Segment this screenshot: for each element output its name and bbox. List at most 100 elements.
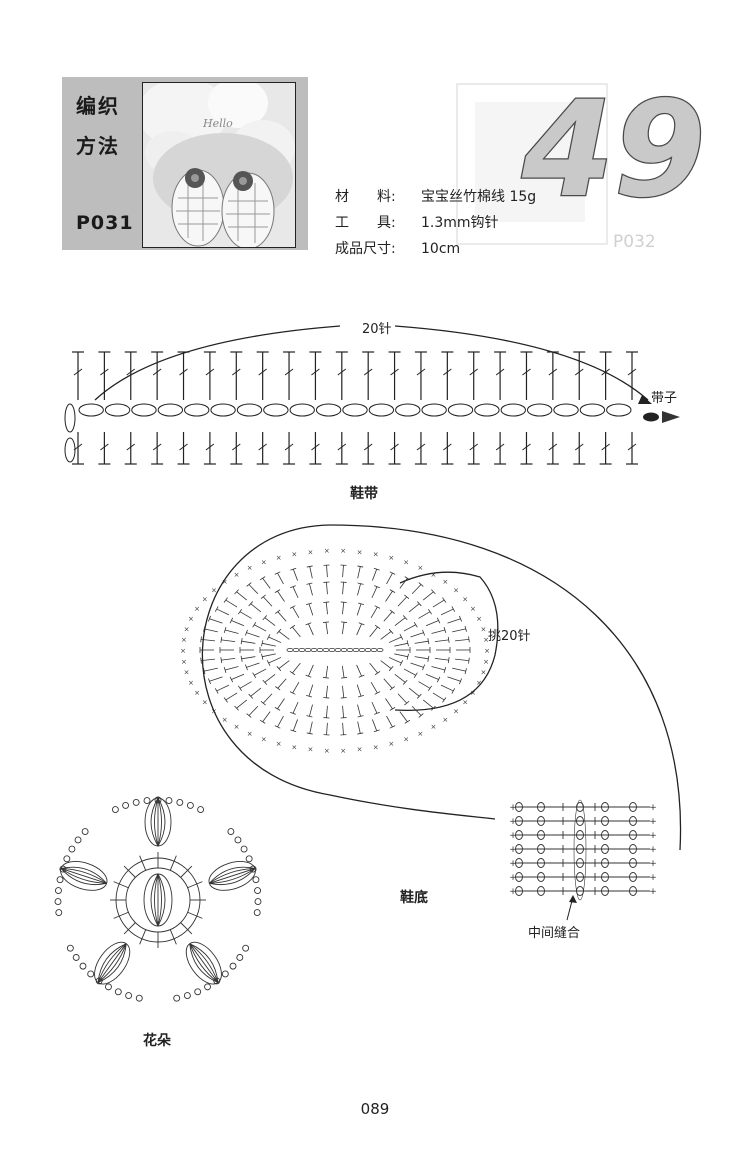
sole-stitch [383, 678, 393, 689]
sole-stitch [440, 684, 454, 692]
svg-text:+: + [649, 845, 657, 855]
sole-stitch [434, 639, 449, 643]
sole-single-crochet: × [181, 658, 187, 666]
method-label-line1: 编织 [76, 94, 120, 118]
sole-stitch [277, 698, 285, 710]
strap-diagram [64, 325, 680, 465]
strap-chain [210, 403, 236, 417]
seam-stitch [515, 858, 523, 868]
sole-stitch [263, 693, 273, 704]
flower-caption: 花朵 [143, 1033, 171, 1049]
strap-stitch-count: 20针 [362, 322, 392, 337]
sole-stitch [371, 586, 378, 599]
flower-petal [144, 797, 172, 847]
seam-stitch [601, 816, 609, 826]
page-number: 089 [360, 1100, 390, 1118]
seam-stitch [515, 816, 523, 826]
seam-stitch [515, 830, 523, 840]
spec-material-key: 材 料: [335, 189, 396, 205]
seam-stitch [537, 816, 545, 826]
sole-stitch [292, 606, 300, 618]
sole-stitch [325, 685, 328, 698]
sole-stitch [394, 673, 406, 683]
sole-stitch [292, 701, 299, 714]
seam-stitch [601, 858, 609, 868]
seam-stitch [629, 844, 637, 854]
sole-single-crochet: × [202, 699, 208, 707]
strap-chain [315, 403, 342, 417]
sole-single-crochet: × [417, 564, 423, 572]
sole-stitch [394, 642, 408, 647]
strap-chain [395, 403, 421, 417]
flower-petal [185, 941, 222, 985]
sole-single-crochet: × [388, 740, 394, 748]
sole-stitch [411, 705, 422, 716]
sole-single-crochet: × [462, 699, 468, 707]
seam-stitch [576, 858, 584, 868]
sole-stitch [225, 692, 238, 701]
sole-stitch [292, 719, 298, 731]
seam-stitch [515, 886, 523, 896]
strap-chain [78, 403, 104, 417]
sole-single-crochet: × [442, 578, 448, 586]
sole-single-crochet: × [442, 716, 448, 724]
sole-stitch [447, 676, 461, 682]
sole-stitch [411, 584, 422, 595]
seam-stitch [629, 816, 637, 826]
sole-stitch [201, 638, 215, 642]
flower-center-petal [143, 873, 173, 927]
sole-single-crochet: × [476, 679, 482, 687]
sole-stitch [388, 657, 402, 664]
sole-stitch [356, 664, 362, 677]
strap-chain [184, 403, 210, 417]
sole-stitch [388, 636, 402, 643]
sole-diagram: ××××××××××××××××××××××××××××××××××××××××… [180, 524, 682, 851]
sole-stitch [403, 624, 416, 632]
method-label-line2: 方法 [76, 134, 120, 158]
sole-stitch [204, 667, 218, 672]
seam-stitch [576, 816, 584, 826]
sole-single-crochet: × [373, 743, 379, 751]
sole-single-crochet: × [430, 571, 436, 579]
sole-single-crochet: × [261, 559, 267, 567]
sole-stitch [414, 656, 429, 660]
sole-stitch [342, 722, 344, 735]
sole-stitch [308, 603, 314, 616]
sole-stitch [209, 618, 223, 624]
sole-stitch [372, 569, 378, 581]
sole-stitch [369, 662, 378, 674]
svg-text:+: + [649, 803, 657, 813]
sole-stitch [326, 705, 328, 718]
sole-single-crochet: × [430, 723, 436, 731]
sole-stitch [394, 617, 406, 627]
strap-chain [289, 403, 315, 417]
sole-stitch [399, 577, 408, 589]
sole-stitch [455, 638, 469, 642]
sole-single-crochet: × [307, 548, 313, 556]
sole-single-crochet: × [222, 716, 228, 724]
sole-stitch [440, 608, 454, 616]
strap-chain [447, 403, 474, 417]
seam-stitch [601, 830, 609, 840]
sole-single-crochet: × [483, 658, 489, 666]
sole-stitch [254, 624, 267, 632]
sole-stitch [292, 682, 300, 694]
sole-stitch [277, 678, 287, 689]
sole-stitch [264, 617, 276, 627]
sole-single-crochet: × [291, 551, 297, 559]
sole-stitch [225, 599, 238, 608]
sole-single-crochet: × [202, 595, 208, 603]
seam-stitch [629, 858, 637, 868]
sole-stitch [250, 603, 262, 613]
sole-stitch [308, 664, 314, 677]
sole-stitch [309, 704, 313, 717]
spec-material: 材 料:宝宝丝竹棉线 15g [335, 186, 536, 206]
sole-stitch [452, 667, 466, 672]
sole-stitch [262, 642, 276, 647]
sole-stitch [447, 618, 461, 624]
sole-stitch [341, 622, 345, 635]
svg-text:+: + [509, 845, 517, 855]
sole-single-crochet: × [373, 551, 379, 559]
sole-stitch [268, 657, 282, 664]
sole-stitch [342, 685, 345, 698]
